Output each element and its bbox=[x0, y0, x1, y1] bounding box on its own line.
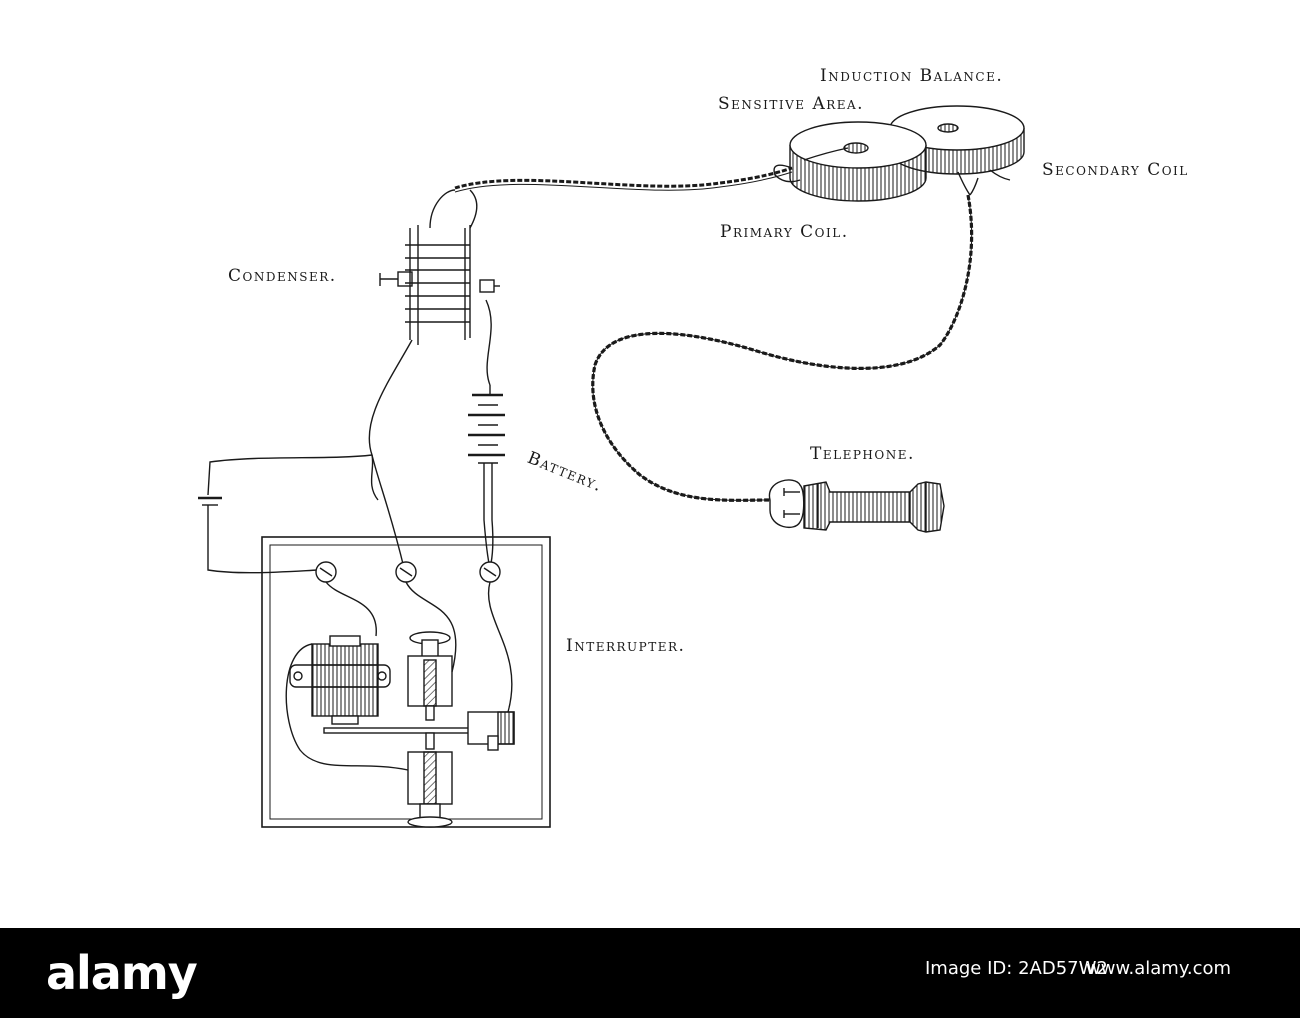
primary-coil-disc bbox=[789, 121, 927, 202]
label-primary-coil: Primary Coil. bbox=[720, 222, 849, 242]
label-interrupter: Interrupter. bbox=[566, 636, 686, 656]
diagram-canvas bbox=[198, 105, 1025, 828]
battery-drawing bbox=[468, 385, 505, 520]
image-id-prefix: Image ID: bbox=[925, 958, 1019, 979]
label-induction-balance: Induction Balance. bbox=[820, 66, 1004, 86]
interrupter-box bbox=[261, 536, 551, 828]
image-id-text: Image ID: 2AD57W2 bbox=[925, 958, 1108, 979]
telephone-drawing bbox=[768, 479, 945, 533]
image-id-value: 2AD57W2 bbox=[1018, 958, 1108, 979]
alamy-logo: alamy bbox=[46, 946, 198, 1000]
label-telephone: Telephone. bbox=[810, 444, 915, 464]
label-sensitive-area: Sensitive Area. bbox=[718, 94, 865, 114]
twisted-cable-primary bbox=[454, 166, 793, 190]
website-text: www.alamy.com bbox=[1086, 958, 1232, 979]
footer-bar: alamy Image ID: 2AD57W2 www.alamy.com bbox=[0, 928, 1300, 1018]
label-condenser: Condenser. bbox=[228, 266, 337, 286]
label-secondary-coil: Secondary Coil bbox=[1042, 160, 1189, 180]
condenser-drawing bbox=[379, 225, 500, 345]
